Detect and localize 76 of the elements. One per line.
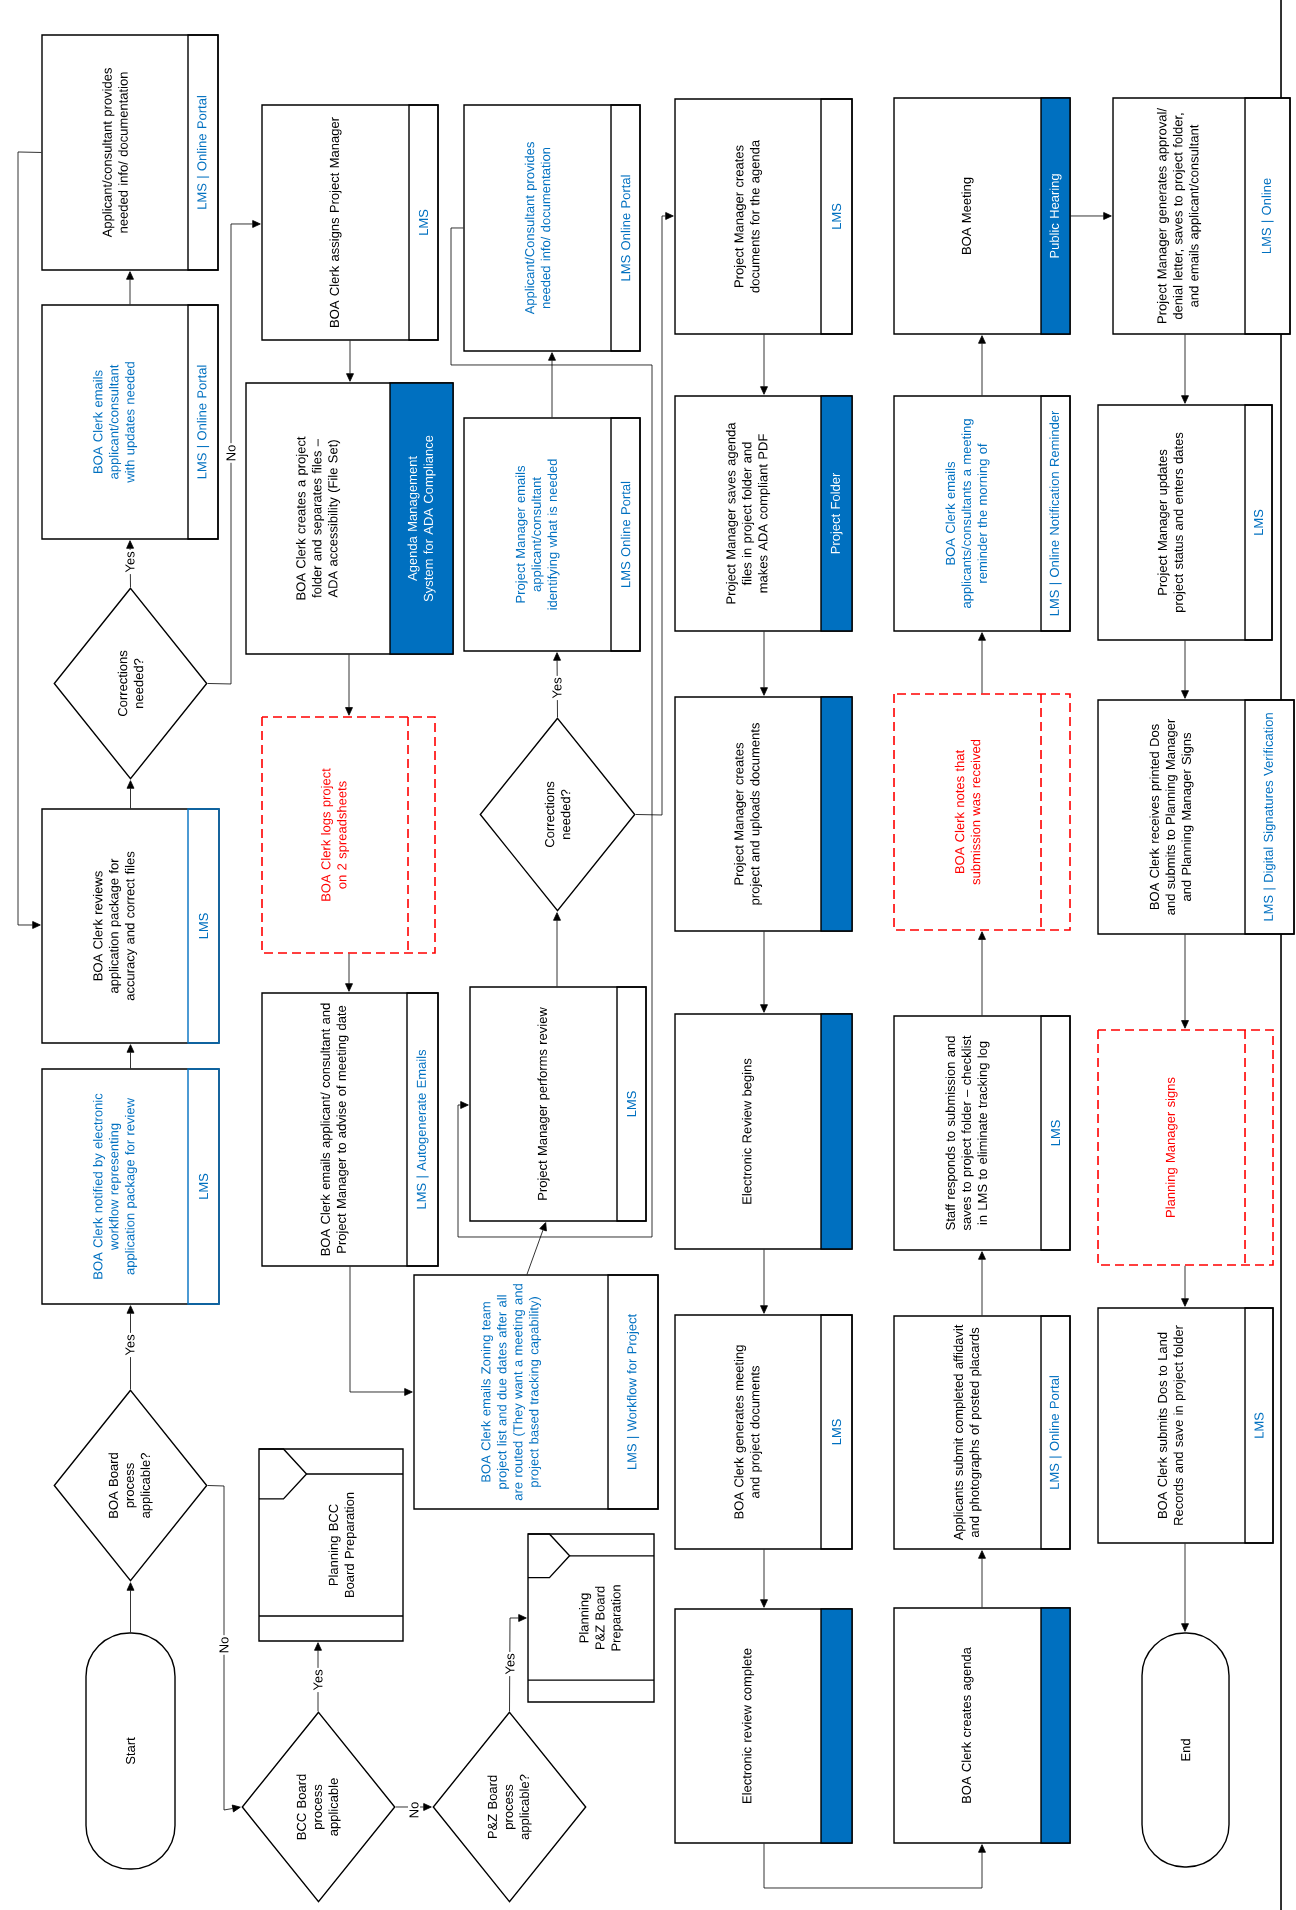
arrow	[760, 631, 768, 696]
edge-label: Yes	[503, 1651, 517, 1677]
process-box: BOA Meeting Public Hearing	[893, 97, 1071, 335]
arrow	[978, 931, 986, 1016]
arrow	[978, 1550, 986, 1608]
process-box: Applicant/Consultant provides needed info/ documentation LMS Online Portal	[463, 104, 641, 352]
edge-label: Yes	[123, 549, 137, 575]
process-box: Project Manager updates project status and enters dates LMS	[1097, 404, 1273, 641]
arrow	[1181, 334, 1189, 404]
arrow	[1181, 934, 1189, 1029]
arrow	[760, 1549, 768, 1608]
note-box: BOA Clerk notes that submission was received	[893, 693, 1071, 931]
edge-label: No	[217, 1635, 231, 1655]
arrow	[553, 912, 561, 987]
process-box: Applicants submit completed affidavit and photographs of posted placards LMS | Online Portal	[893, 1315, 1071, 1550]
process-box: BOA Clerk notified by electronic workflow representing application package for review LMS	[41, 1068, 220, 1305]
process-box: Project Manager creates documents for the agenda LMS	[674, 98, 853, 335]
arrow	[635, 212, 674, 816]
edge-label: No	[224, 443, 238, 463]
process-box: Project Manager creates project and uploads documents	[674, 696, 853, 932]
arrow	[126, 1582, 135, 1633]
process-box: BOA Clerk emails Zoning team project list and due dates after all are routed (They want a meeting and project based tracking capability) LMS | Workflow for Project	[413, 1274, 659, 1510]
arrow	[763, 1843, 986, 1889]
process-box: BOA Clerk assigns Project Manager LMS	[261, 104, 439, 341]
process-box: BOA Clerk creates agenda	[893, 1607, 1071, 1844]
edge-label: Yes	[311, 1667, 325, 1693]
arrow	[526, 1222, 547, 1275]
arrow	[126, 1044, 135, 1069]
edge-label: No	[407, 1800, 421, 1820]
arrow	[1181, 1543, 1189, 1632]
process-box: BOA Clerk generates meeting and project documents LMS	[674, 1314, 853, 1550]
arrow	[207, 220, 261, 685]
terminator-capsule: Start	[85, 1632, 176, 1870]
arrow	[395, 1803, 432, 1811]
process-box: BOA Clerk creates a project folder and separates files – ADA accessibility (File Set) Agenda Management System for ADA Compliance	[245, 382, 454, 655]
predefined-process-box: Planning P&Z Board Preparation	[527, 1533, 655, 1703]
edge-label: Yes	[123, 1332, 137, 1358]
arrow	[1181, 1265, 1189, 1307]
process-box: Applicant/consultant provides needed info/ documentation LMS | Online Portal	[41, 34, 219, 271]
terminator-capsule: End	[1141, 1632, 1230, 1868]
arrow	[978, 335, 986, 396]
process-box: Project Manager saves agenda files in project folder and makes ADA compliant PDF Project Folder	[674, 395, 853, 632]
note-box: BOA Clerk logs project on 2 spreadsheets	[261, 716, 436, 954]
arrow	[760, 931, 768, 1013]
arrow	[760, 334, 768, 395]
arrow	[17, 151, 42, 929]
edge-label: Yes	[550, 675, 564, 701]
arrow	[126, 540, 134, 588]
arrow	[126, 1305, 135, 1390]
arrow	[978, 632, 986, 694]
process-box: Project Manager performs review LMS	[469, 986, 647, 1222]
predefined-process-box: Planning BCC Board Preparation	[258, 1448, 404, 1642]
process-box: Staff responds to submission and saves to project folder – checklist in LMS to eliminate tracking log LMS	[893, 1015, 1071, 1251]
arrow	[450, 227, 653, 1238]
process-box: BOA Clerk receives printed Dos and submits to Planning Manager and Planning Manager Signs LMS | Digital Signatures Verification	[1097, 699, 1295, 935]
process-box: Project Manager generates approval/ denial letter, saves to project folder, and emails applicant/consultant LMS | Online	[1112, 97, 1291, 335]
arrow	[126, 780, 135, 809]
process-box: Electronic Review begins	[674, 1013, 853, 1250]
process-box: Electronic review complete	[674, 1608, 853, 1844]
arrow	[548, 352, 556, 418]
arrow	[126, 271, 134, 305]
note-box: Planning Manager signs	[1097, 1029, 1274, 1266]
arrow	[1070, 212, 1112, 220]
process-box: Project Manager emails applicant/consultant identifying what is needed LMS Online Portal	[463, 417, 641, 652]
process-box: BOA Clerk submits Dos to Land Records and save in project folder LMS	[1097, 1307, 1274, 1544]
arrow	[1181, 640, 1189, 699]
process-box: BOA Clerk reviews application package for accuracy and correct files LMS	[41, 808, 220, 1044]
process-box: BOA Clerk emails applicants/consultants a meeting reminder the morning of LMS | Online Notification Reminder	[893, 395, 1071, 632]
arrow	[207, 1485, 241, 1813]
arrow	[978, 1251, 986, 1316]
process-box: BOA Clerk emails applicant/consultant with updates needed LMS | Online Portal	[41, 304, 219, 540]
arrow	[349, 1266, 413, 1396]
arrow	[345, 953, 353, 992]
arrow	[345, 654, 353, 716]
arrow	[346, 340, 354, 382]
arrow	[760, 1249, 768, 1314]
